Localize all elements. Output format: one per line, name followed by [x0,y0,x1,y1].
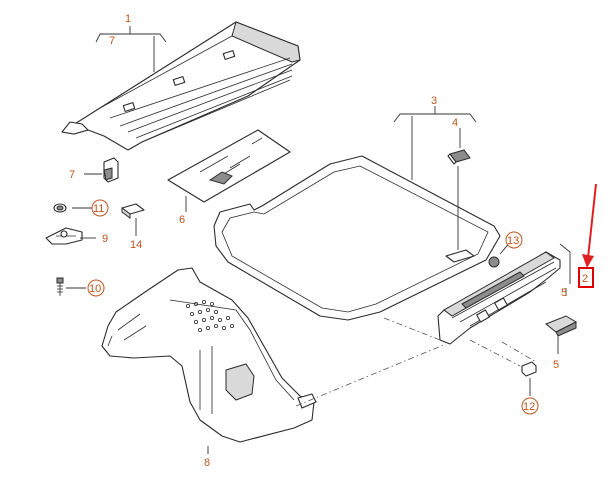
grommet-part-13 [488,256,500,268]
callout-6[interactable]: 6 [179,214,185,226]
plug-part-12 [521,361,537,377]
svg-text:5: 5 [553,359,559,371]
callout-8[interactable]: 8 [204,457,210,469]
svg-text:11: 11 [93,203,104,215]
assembly-lines [295,317,537,407]
svg-text:2: 2 [582,273,588,285]
callout-5-upper[interactable]: 5 [561,287,567,299]
svg-text:4: 4 [452,117,458,129]
callout-13[interactable]: 13 [505,231,523,249]
svg-text:5: 5 [561,287,567,299]
screw-part-10 [56,277,64,296]
svg-text:10: 10 [89,283,101,295]
hook-part-9 [45,227,83,245]
sill-trim-panel [437,251,561,345]
callout-3[interactable]: 3 [431,95,437,107]
callout-4[interactable]: 4 [452,117,458,129]
svg-text:3: 3 [431,95,437,107]
svg-text:14: 14 [130,239,142,251]
vent-holes [185,299,234,332]
floor-mat-sheet [167,129,291,203]
svg-text:7: 7 [109,35,115,47]
retainer-part-7 [103,157,119,183]
cap-part-11 [53,203,67,213]
callout-9[interactable]: 9 [102,233,108,245]
svg-text:7: 7 [69,169,75,181]
svg-text:12: 12 [523,401,535,413]
bracket-part-14 [121,203,145,219]
callout-12[interactable]: 12 [521,397,539,415]
red-arrow-icon [582,183,597,268]
svg-text:8: 8 [204,457,210,469]
leader-lines [66,26,571,454]
clip-part-5 [545,315,578,337]
svg-text:13: 13 [507,235,519,247]
parcel-shelf [61,21,301,151]
side-trim-panel [101,267,317,443]
callout-7[interactable]: 7 [69,169,75,181]
callout-1[interactable]: 1 [125,13,131,25]
svg-text:9: 9 [102,233,108,245]
callout-14[interactable]: 14 [130,239,142,251]
callout-7-top[interactable]: 7 [109,35,115,47]
svg-text:1: 1 [125,13,131,25]
callout-10[interactable]: 10 [87,279,105,297]
callout-11[interactable]: 11 [91,199,109,217]
clip-part-4 [447,149,471,165]
callout-2[interactable]: 2 [578,267,594,288]
callout-5-lower[interactable]: 5 [553,359,559,371]
trunk-floor-panel [213,155,501,321]
svg-text:6: 6 [179,214,185,226]
